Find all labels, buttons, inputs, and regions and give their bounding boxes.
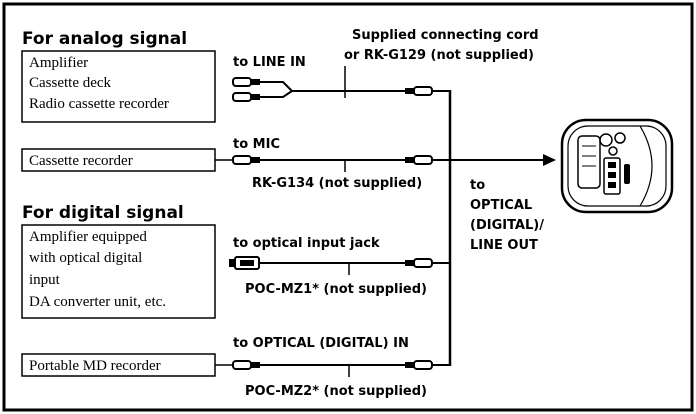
analog-rca-plugs: [232, 77, 293, 102]
output-label-3: (DIGITAL)/: [470, 218, 544, 233]
output-label-2: OPTICAL: [470, 198, 532, 213]
output-label-4: LINE OUT: [470, 238, 538, 253]
digital-device-4: DA converter unit, etc.: [29, 294, 166, 310]
arrow-right-icon: [543, 154, 556, 166]
output-label-1: to: [470, 178, 485, 193]
analog-device-2: Cassette deck: [29, 75, 112, 91]
digital-device-1: Amplifier equipped: [29, 229, 147, 245]
digital-output-plug: [404, 258, 433, 268]
digital-jack-label: to optical input jack: [233, 236, 380, 251]
analog-jack-label: to LINE IN: [233, 55, 306, 70]
digital-optical-plug: [229, 256, 260, 270]
mic-jack-label: to MIC: [233, 137, 280, 152]
md-input-plug: [232, 360, 261, 370]
digital-heading: For digital signal: [22, 203, 184, 223]
digital-device-3: input: [29, 272, 61, 288]
digital-device-box: [21, 224, 216, 319]
mic-input-plug: [232, 155, 261, 165]
digital-device-2: with optical digital: [29, 250, 142, 266]
analog-heading: For analog signal: [22, 29, 187, 49]
mic-device-label: Cassette recorder: [29, 153, 133, 169]
mic-output-plug: [404, 155, 433, 165]
analog-device-3: Radio cassette recorder: [29, 96, 169, 112]
analog-output-plug: [404, 86, 433, 96]
md-output-plug: [404, 360, 433, 370]
digital-cord-label: POC-MZ1* (not supplied): [245, 282, 427, 297]
md-cord-label: POC-MZ2* (not supplied): [245, 384, 427, 399]
md-jack-label: to OPTICAL (DIGITAL) IN: [233, 336, 409, 351]
analog-device-box: [21, 50, 216, 123]
analog-device-1: Amplifier: [29, 55, 88, 71]
md-player-icon: [560, 118, 674, 214]
analog-cord-label-1: Supplied connecting cord: [352, 28, 539, 43]
analog-cord-label-2: or RK-G129 (not supplied): [344, 48, 534, 63]
mic-cord-label: RK-G134 (not supplied): [252, 176, 422, 191]
md-device-label: Portable MD recorder: [29, 358, 161, 374]
